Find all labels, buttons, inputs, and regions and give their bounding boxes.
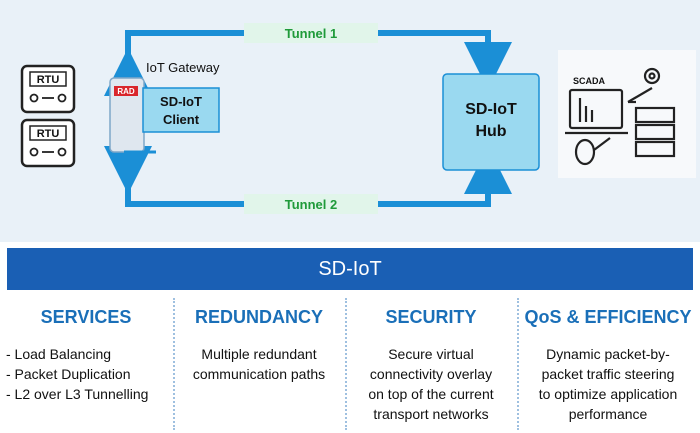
rtu-device-2: RTU — [20, 118, 76, 168]
gateway-device: RAD — [109, 77, 156, 154]
client-label-2: Client — [163, 112, 200, 127]
services-item: - L2 over L3 Tunnelling — [6, 386, 149, 402]
tunnel-2-label: Tunnel 2 — [285, 197, 337, 212]
client-box — [142, 87, 220, 133]
hub-box — [442, 73, 540, 171]
hub-label-2: Hub — [475, 123, 506, 140]
security-line: connectivity overlay — [369, 366, 493, 382]
security-title: SECURITY — [385, 307, 477, 327]
qos-title: QoS & EFFICIENCY — [524, 307, 692, 327]
divider — [173, 298, 175, 430]
services-item: - Load Balancing — [6, 346, 112, 362]
security-line: Secure virtual — [388, 346, 474, 362]
redundancy-column: REDUNDANCY Multiple redundant communicat… — [175, 300, 343, 430]
scada-label: SCADA — [573, 76, 606, 86]
divider — [345, 298, 347, 430]
hub-label-1: SD-IoT — [465, 101, 517, 118]
services-title: SERVICES — [40, 307, 132, 327]
security-line: transport networks — [373, 406, 489, 422]
tunnel-1-label: Tunnel 1 — [285, 26, 337, 41]
redundancy-title: REDUNDANCY — [194, 307, 323, 327]
services-column: SERVICES - Load Balancing - Packet Dupli… — [0, 300, 172, 430]
divider — [517, 298, 519, 430]
client-label-1: SD-IoT — [160, 94, 202, 109]
security-column: SECURITY Secure virtual connectivity ove… — [347, 300, 515, 430]
qos-line: Dynamic packet-by- — [546, 346, 670, 362]
qos-line: performance — [568, 406, 648, 422]
device-brand: RAD — [117, 87, 135, 96]
rtu-device-1: RTU — [20, 64, 76, 114]
qos-column: QoS & EFFICIENCY Dynamic packet-by- pack… — [519, 300, 697, 430]
rtu-label-2: RTU — [37, 128, 60, 140]
rtu-label-1: RTU — [37, 74, 60, 86]
gateway-label: IoT Gateway — [146, 60, 220, 75]
services-item: - Packet Duplication — [6, 366, 131, 382]
qos-line: packet traffic steering — [541, 366, 675, 382]
services-list: - Load Balancing - Packet Duplication - … — [0, 344, 172, 404]
network-diagram: Tunnel 1 Tunnel 2 RTU RTU IoT Gateway RA… — [20, 23, 696, 214]
sd-iot-banner: SD-IoT — [7, 248, 693, 290]
qos-line: to optimize application — [538, 386, 678, 402]
scada-icon — [565, 67, 676, 166]
security-line: on top of the current — [368, 386, 494, 402]
redundancy-line: Multiple redundant — [201, 346, 317, 362]
redundancy-line: communication paths — [192, 366, 326, 382]
